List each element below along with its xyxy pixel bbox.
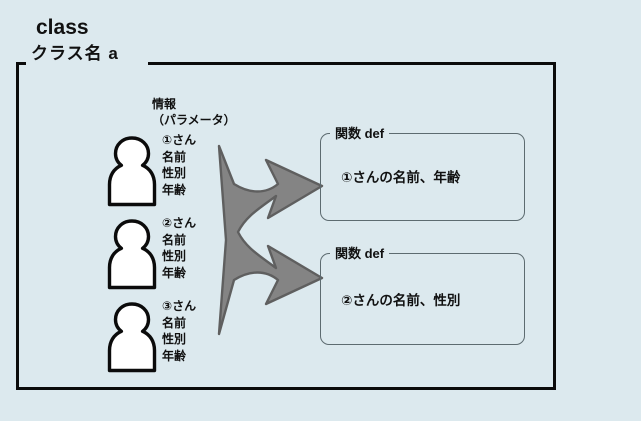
person-field-name: 名前: [162, 149, 187, 164]
person-silhouette-icon: [106, 217, 158, 291]
person-field-age: 年齢: [162, 265, 187, 280]
person-field-gender: 性別: [162, 166, 187, 181]
person-field-age: 年齢: [162, 182, 187, 197]
function-box-body: ①さんの名前、年齢: [341, 170, 461, 185]
function-box: [320, 133, 525, 221]
person-row: ①さん 名前 性別 年齢: [106, 132, 226, 210]
person-fields: ①さん 名前 性別 年齢: [162, 132, 196, 198]
person-name: ③さん: [162, 299, 197, 313]
person-fields: ③さん 名前 性別 年齢: [162, 298, 196, 364]
class-name-label: クラス名 a: [31, 44, 119, 63]
function-box: [320, 253, 525, 345]
class-frame: [16, 62, 556, 390]
person-name: ①さん: [162, 133, 197, 147]
person-field-gender: 性別: [162, 249, 187, 264]
parameter-heading: 情報 （パラメータ）: [152, 96, 236, 128]
person-field-name: 名前: [162, 315, 187, 330]
function-box-label: 関数 def: [330, 247, 390, 260]
person-field-name: 名前: [162, 232, 187, 247]
person-field-age: 年齢: [162, 348, 187, 363]
parameter-heading-line1: 情報: [152, 97, 177, 111]
class-frame-label-gap: [26, 56, 148, 70]
parameter-heading-line2: （パラメータ）: [152, 113, 236, 128]
person-field-gender: 性別: [162, 332, 187, 347]
function-box-body: ②さんの名前、性別: [341, 293, 461, 308]
branching-arrow-icon: [204, 140, 330, 340]
person-silhouette-icon: [106, 300, 158, 374]
class-keyword-label: class: [36, 16, 89, 39]
person-silhouette-icon: [106, 134, 158, 208]
person-name: ②さん: [162, 216, 197, 230]
function-box-label: 関数 def: [330, 127, 390, 140]
person-fields: ②さん 名前 性別 年齢: [162, 215, 196, 281]
person-row: ②さん 名前 性別 年齢: [106, 215, 226, 293]
person-row: ③さん 名前 性別 年齢: [106, 298, 226, 376]
